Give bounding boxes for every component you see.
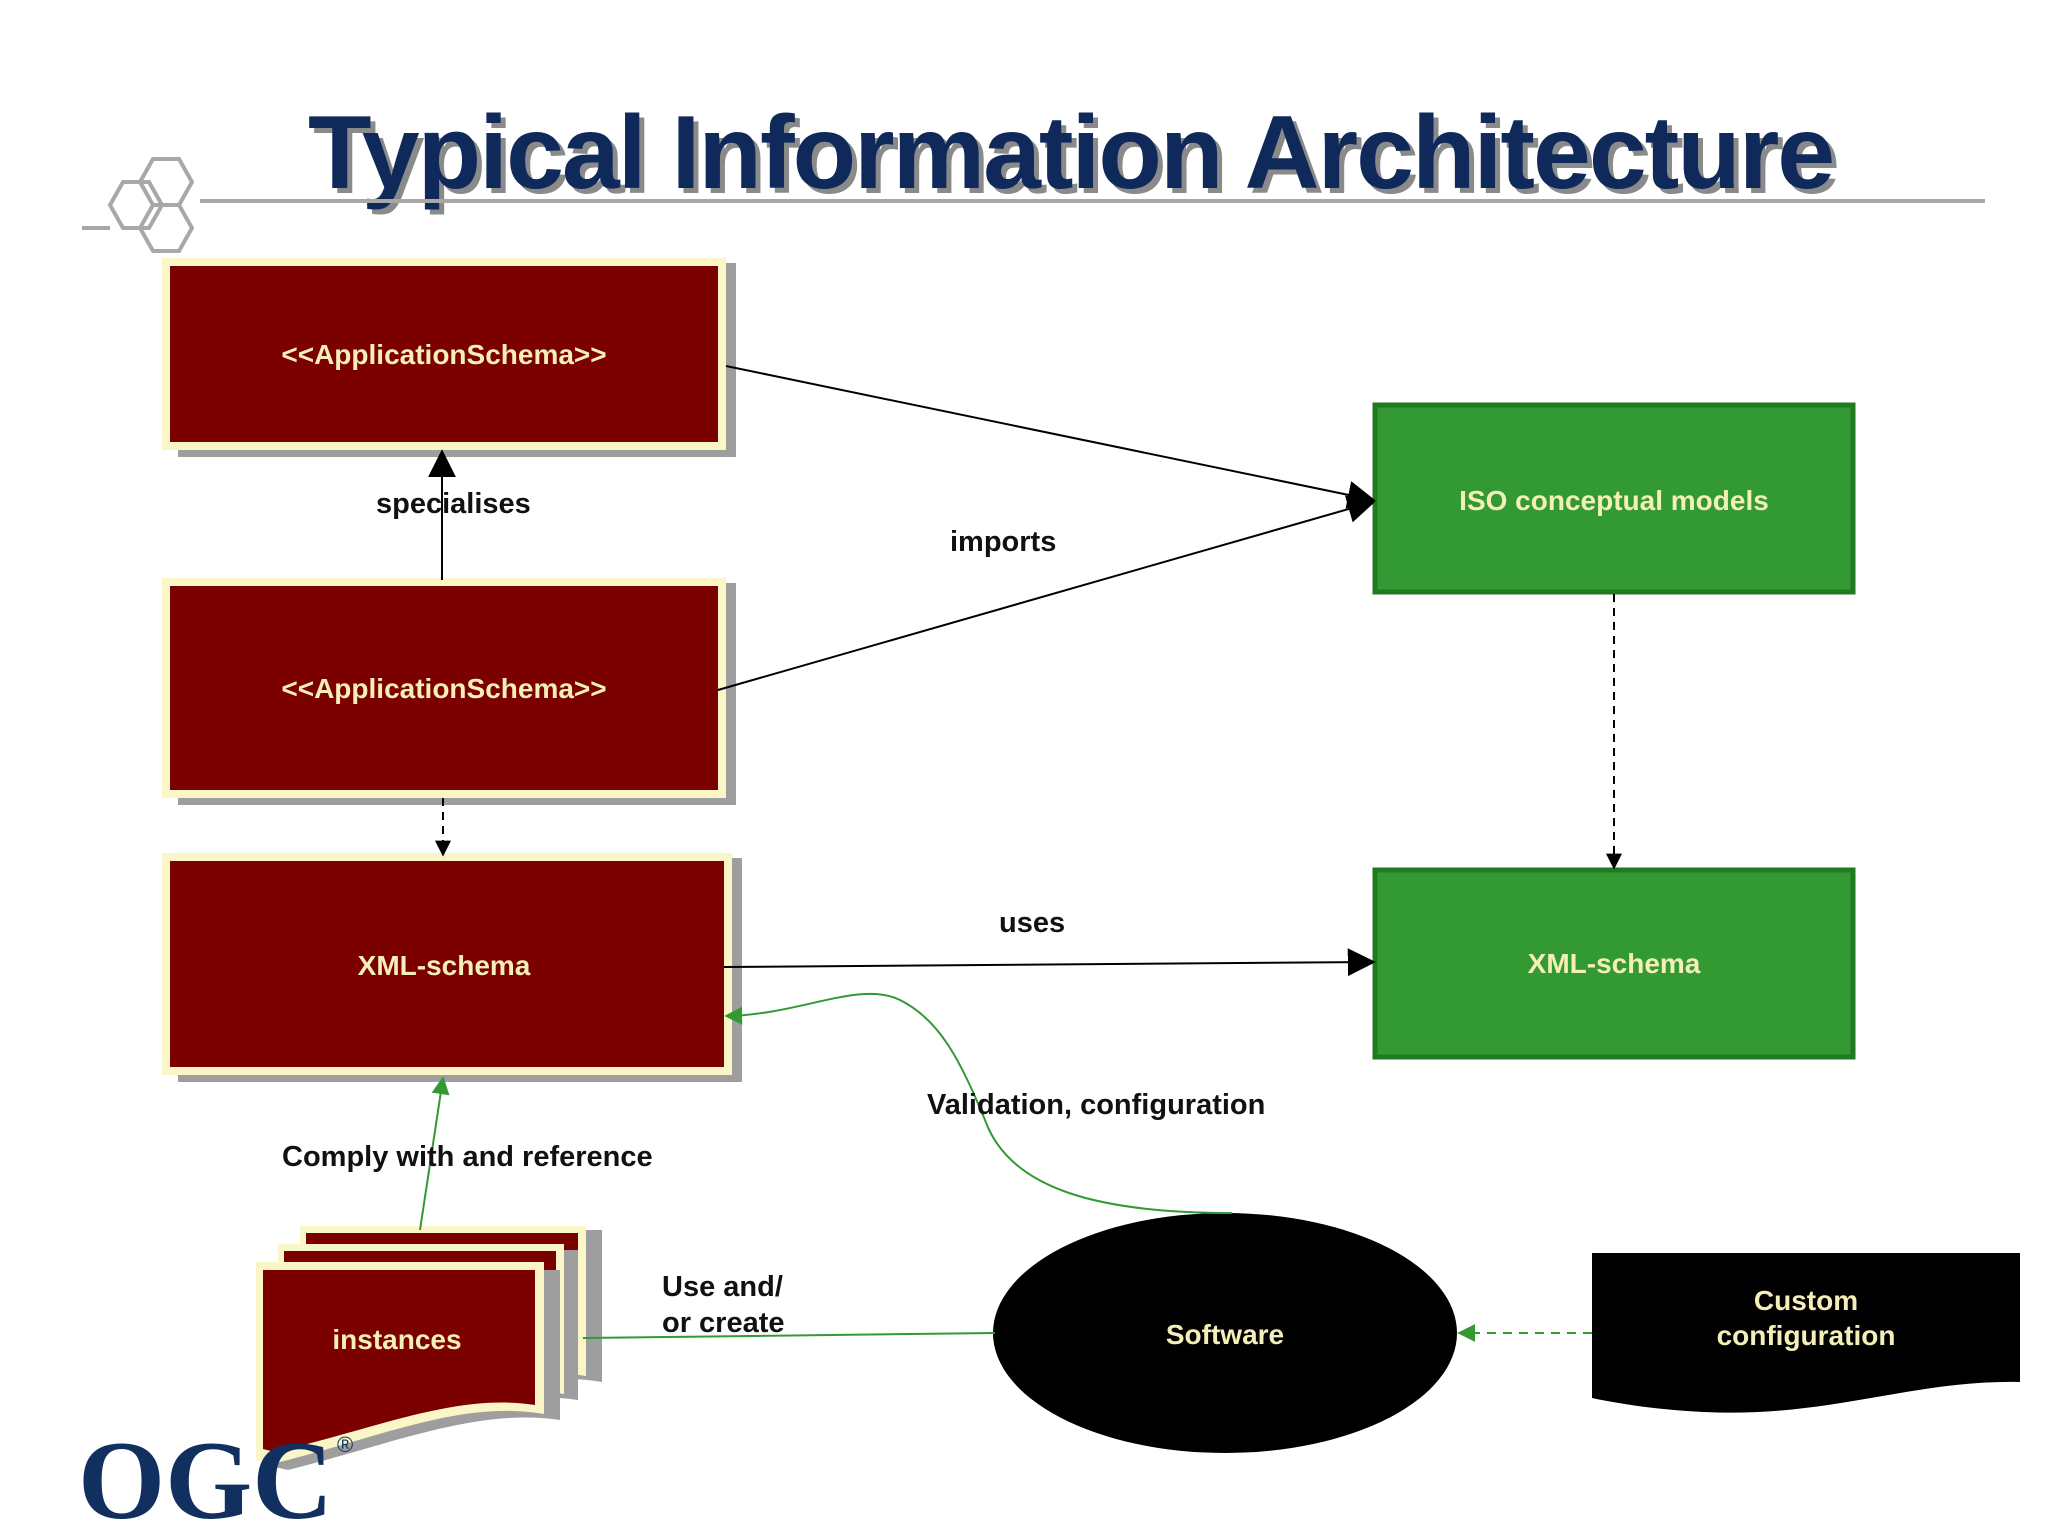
edge-validation xyxy=(724,992,1233,1214)
app-schema-top-label: <<ApplicationSchema>> xyxy=(281,339,606,370)
label-validation: Validation, configuration xyxy=(927,1089,1265,1121)
label-comply: Comply with and reference xyxy=(282,1141,653,1173)
edge-imports-mid xyxy=(717,495,1376,691)
edge-use-create xyxy=(582,1332,996,1339)
xml-schema-left-label: XML-schema xyxy=(358,950,531,981)
instances-stack: instances xyxy=(256,1226,602,1470)
software-label: Software xyxy=(1166,1319,1284,1350)
xml-schema-right-label: XML-schema xyxy=(1528,948,1701,979)
page-title: Typical Information Architecture xyxy=(308,95,1833,211)
iso-models-label: ISO conceptual models xyxy=(1459,485,1769,516)
label-use-create-line2: or create xyxy=(662,1307,785,1339)
custom-config-node: Custom configuration xyxy=(1592,1253,2020,1413)
label-specialises: specialises xyxy=(376,488,531,520)
ogc-logo-text: OGC xyxy=(78,1419,333,1536)
iso-models-box: ISO conceptual models xyxy=(1372,402,1856,595)
app-schema-mid-box: <<ApplicationSchema>> xyxy=(162,578,736,805)
hexagon-decoration-icon xyxy=(82,157,195,253)
instances-label: instances xyxy=(332,1324,461,1355)
xml-schema-right-box: XML-schema xyxy=(1372,867,1856,1060)
software-node: Software xyxy=(993,1213,1457,1453)
label-use-create-line1: Use and/ xyxy=(662,1271,783,1303)
app-schema-mid-label: <<ApplicationSchema>> xyxy=(281,673,606,704)
custom-config-label-line2: configuration xyxy=(1717,1320,1896,1351)
ogc-logo: OGC ® xyxy=(78,1419,353,1536)
edge-uses xyxy=(723,948,1376,977)
app-schema-top-box: <<ApplicationSchema>> xyxy=(162,258,736,457)
page-title-shadow: Typical Information Architecture xyxy=(313,100,1838,216)
registered-mark: ® xyxy=(337,1432,353,1457)
label-uses: uses xyxy=(999,907,1065,939)
edge-comply xyxy=(419,1076,450,1231)
xml-schema-left-box: XML-schema xyxy=(162,853,742,1082)
edge-imports-top xyxy=(725,365,1376,509)
custom-config-label-line1: Custom xyxy=(1754,1285,1858,1316)
label-imports: imports xyxy=(950,526,1056,558)
